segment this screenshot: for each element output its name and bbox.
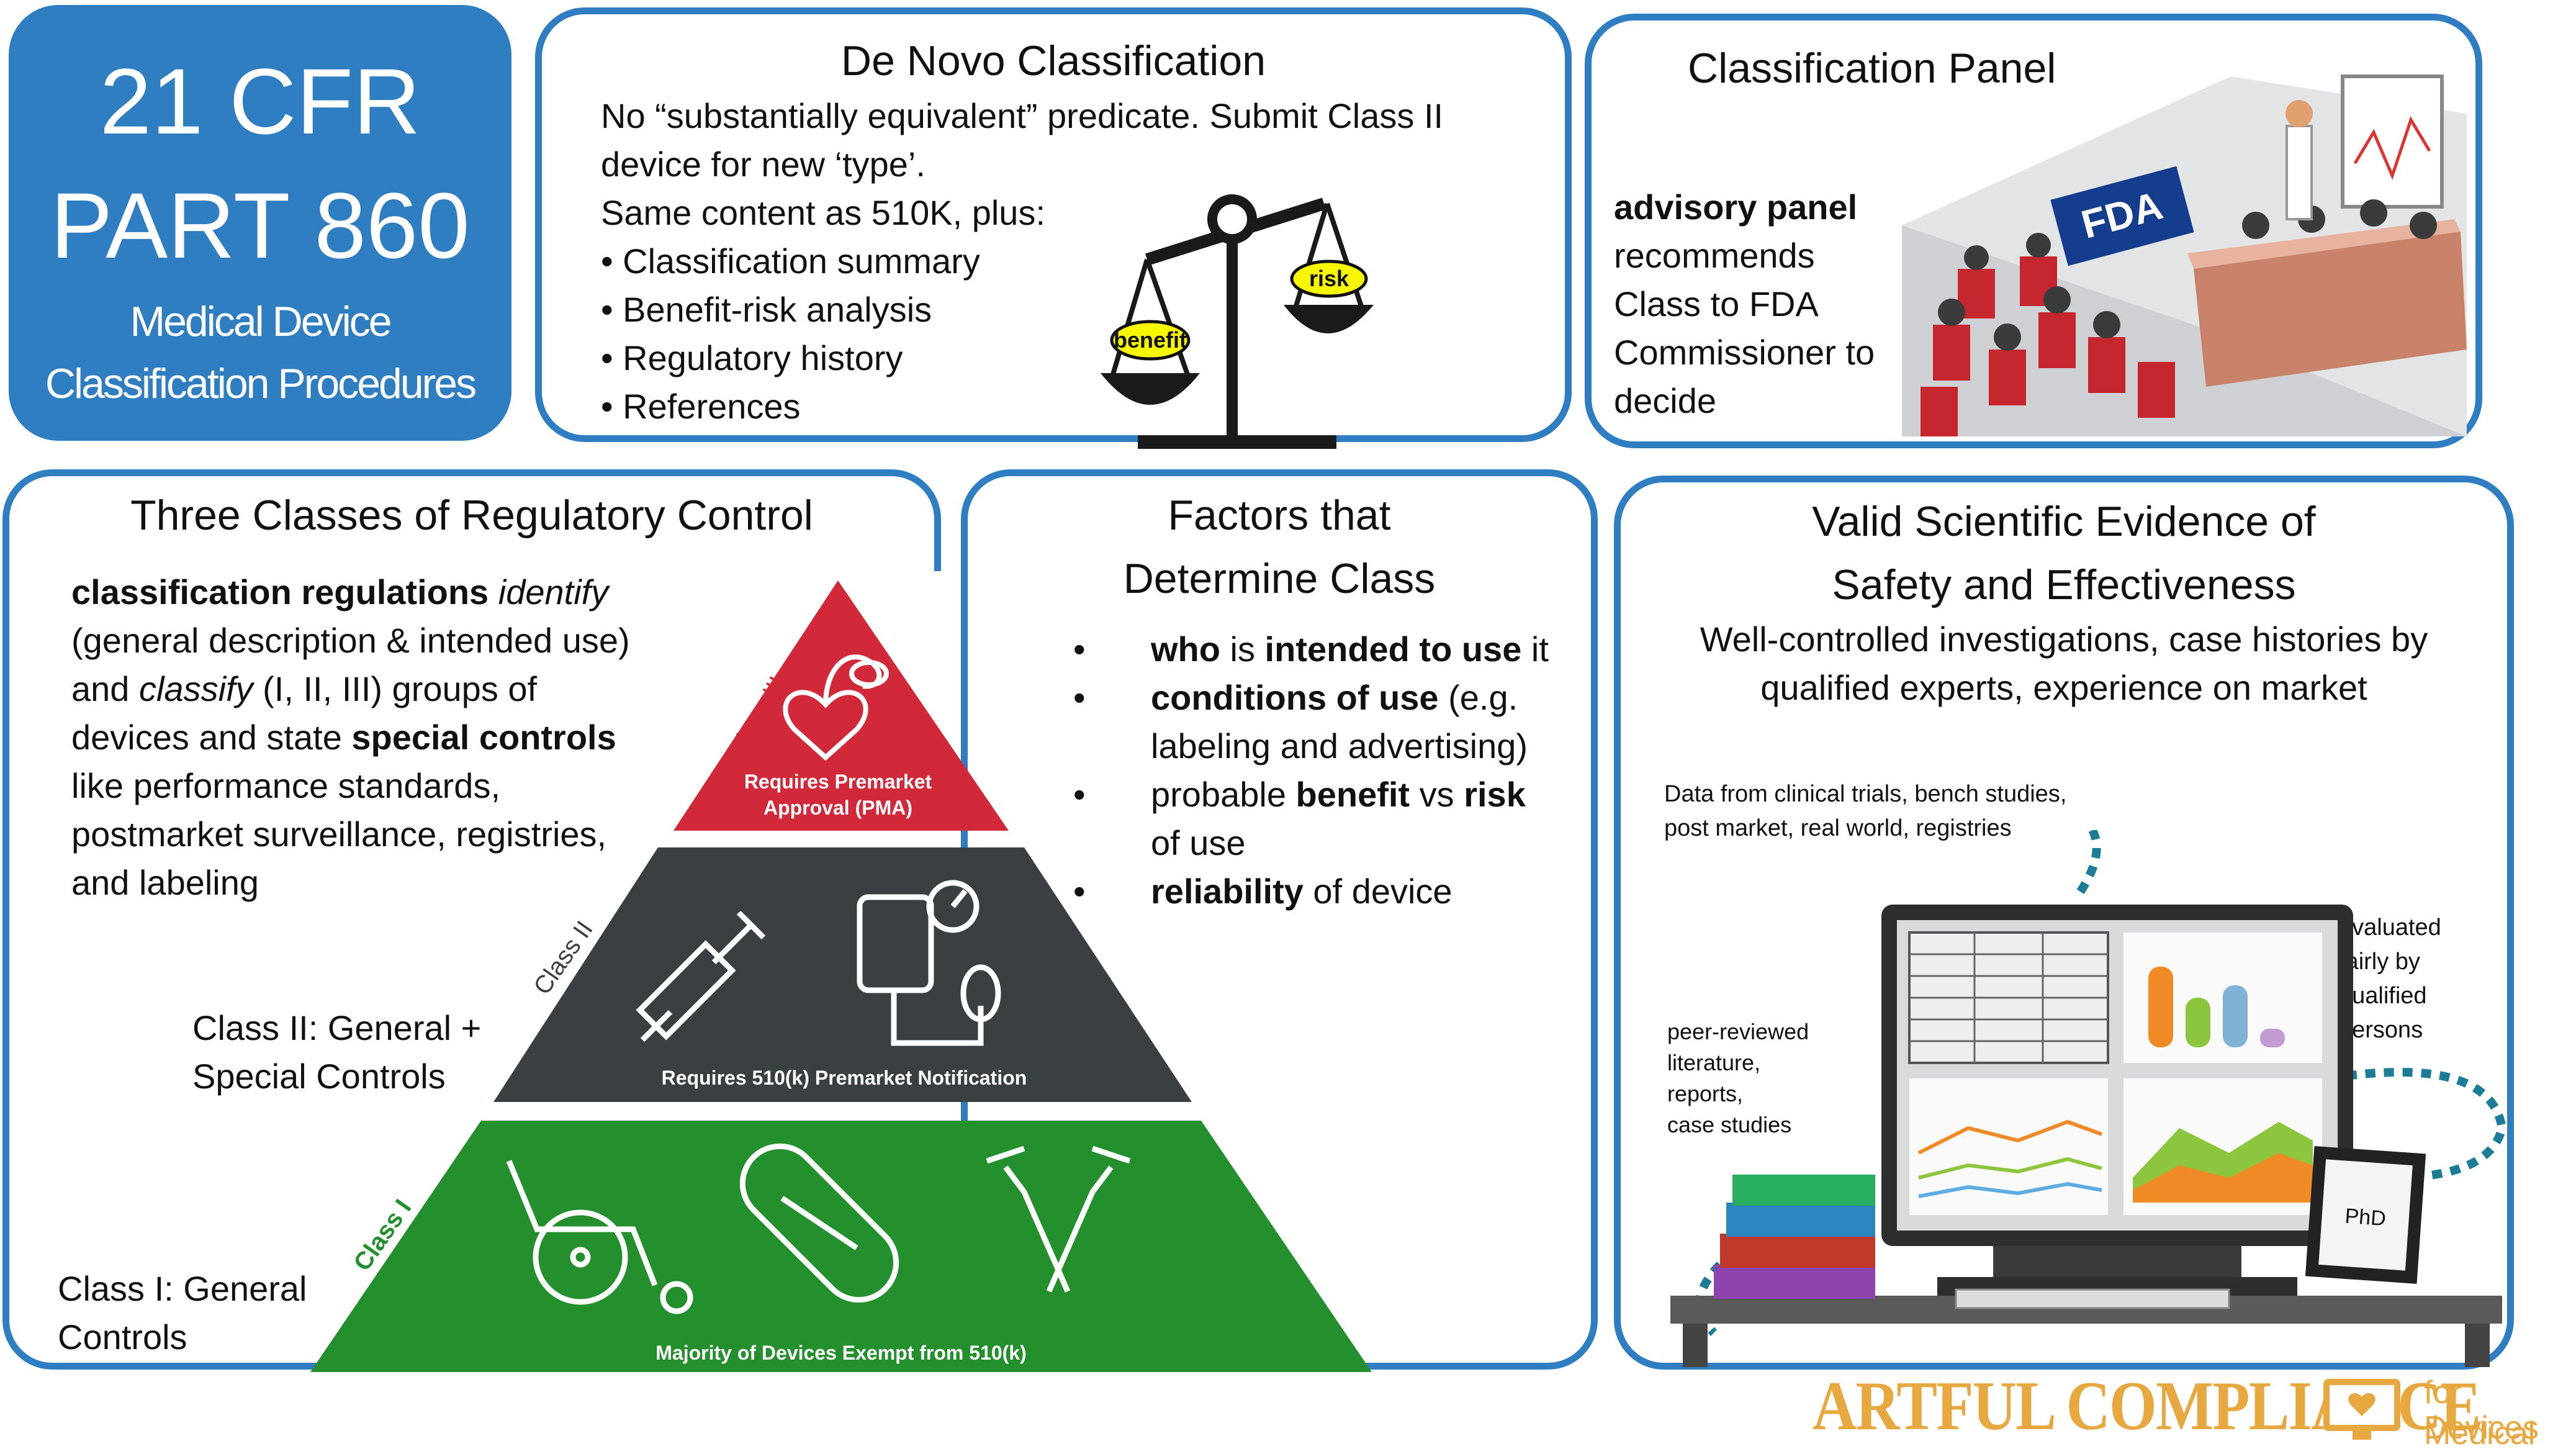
balance-scale-illustration: benefit risk [1101,194,1374,449]
class1-caption-2: Controls [58,1317,187,1357]
evidence-panel: Valid Scientific Evidence of Safety and … [1614,476,2514,1370]
denovo-title: De Novo Classification [840,37,1266,84]
evidence-sub-1: Well-controlled investigations, case his… [1700,620,2428,659]
panel-bold: advisory panel [1614,187,1858,227]
eval-caption-1: evaluated [2339,914,2441,941]
factor-item-2: conditions of use (e.g. [1151,678,1518,717]
classes-desc-5: like performance standards, [71,766,501,805]
class1-text: Majority of Devices Exempt from 510(k) [655,1342,1027,1364]
syringe-icon [636,910,766,1042]
peer-caption-1: peer-reviewed [1667,1019,1809,1044]
peer-caption-4: case studies [1667,1112,1792,1137]
cfr-box: 21 CFR PART 860 Medical Device Classific… [9,5,511,441]
cfr-sub1: Medical Device [130,298,392,345]
crutches-icon [986,1145,1131,1293]
classes-desc-1: classification regulations identify [71,572,609,612]
classes-desc-7: and labeling [71,863,259,902]
wheelchair-icon [506,1160,693,1314]
panel-line: recommends [1614,236,1815,275]
brand-tag-1: for Medical [2424,1375,2536,1452]
denovo-item: References [601,382,980,431]
denovo-item: Classification summary [601,237,980,286]
denovo-line1: No “substantially equivalent” predicate.… [601,96,1444,135]
cfr-sub2: Classification Procedures [45,360,477,407]
class3-text-2: Approval (PMA) [763,797,912,819]
data-caption-1: Data from clinical trials, bench studies… [1664,781,2067,807]
cfr-line2: PART 860 [50,173,470,278]
factor-bullet: • [1073,775,1086,814]
class2-caption-1: Class II: General + [192,1008,482,1047]
class3-tier [673,580,1009,831]
panel-title: Classification Panel [1688,45,2056,92]
evidence-title-2: Safety and Effectiveness [1832,561,2296,608]
classes-desc-4: devices and state special controls [71,718,616,757]
class2-tier [493,847,1192,1102]
class2-text: Requires 510(k) Premarket Notification [662,1067,1027,1089]
advisory-meeting-illustration: FDA [1902,75,2467,436]
blood-pressure-icon [857,880,1001,1046]
factor-item-3-line2: of use [1151,823,1246,862]
risk-label: risk [1309,266,1349,291]
factor-item-1: who is intended to use it [1151,630,1549,669]
data-caption-2: post market, real world, registries [1664,815,2012,841]
evidence-title-1: Valid Scientific Evidence of [1812,498,2316,545]
panel-line: Class to FDA [1614,284,1819,323]
brand-heart-monitor-icon [2323,1379,2400,1440]
peer-caption-3: reports, [1667,1081,1744,1106]
class2-caption-2: Special Controls [192,1057,446,1096]
bandage-icon [739,1143,899,1303]
denovo-list: Classification summary Benefit-risk anal… [601,237,980,431]
classes-desc-6: postmarket surveillance, registries, [71,815,607,854]
eval-caption-3: qualified [2339,983,2427,1009]
classification-panel: Classification Panel advisory panel reco… [1585,14,2482,448]
denovo-item: Regulatory history [601,334,980,382]
benefit-label: benefit [1114,327,1187,353]
factors-title-1: Factors that [1168,492,1391,539]
factor-item-4: reliability of device [1151,872,1452,911]
heart-monitor-icon [783,690,868,761]
factor-bullet: • [1073,678,1086,717]
factors-title-2: Determine Class [1123,555,1436,602]
denovo-item: Benefit-risk analysis [601,286,980,334]
denovo-line2: device for new ‘type’. [601,145,925,184]
class1-caption-1: Class I: General [58,1269,307,1308]
cfr-line1: 21 CFR [99,49,421,153]
brand-tag-2: Devices [2424,1410,2539,1446]
panel-line: Commissioner to [1614,333,1875,372]
computer-desk-illustration: PhD [1670,830,2507,1367]
class3-text-1: Requires Premarket [744,770,932,793]
factor-item-3: probable benefit vs risk [1151,775,1526,814]
factor-item-2-line2: labeling and advertising) [1151,726,1528,765]
class-pyramid: Class III Requires Premarket Approval (P… [310,571,1372,1378]
peer-caption-2: literature, [1667,1050,1761,1075]
denovo-line3: Same content as 510K, plus: [601,193,1045,232]
panel-line: decide [1614,381,1717,420]
evidence-sub-2: qualified experts, experience on market [1760,668,2367,707]
classes-desc-3: and classify (I, II, III) groups of [71,669,538,708]
class1-tier [310,1121,1372,1372]
classes-title: Three Classes of Regulatory Control [130,492,813,539]
denovo-panel: De Novo Classification No “substantially… [535,7,1572,449]
phd-label: PhD [2344,1204,2387,1231]
factor-bullet: • [1073,630,1086,669]
factor-bullet: • [1073,872,1086,911]
classes-desc-2: (general description & intended use) [71,621,630,660]
